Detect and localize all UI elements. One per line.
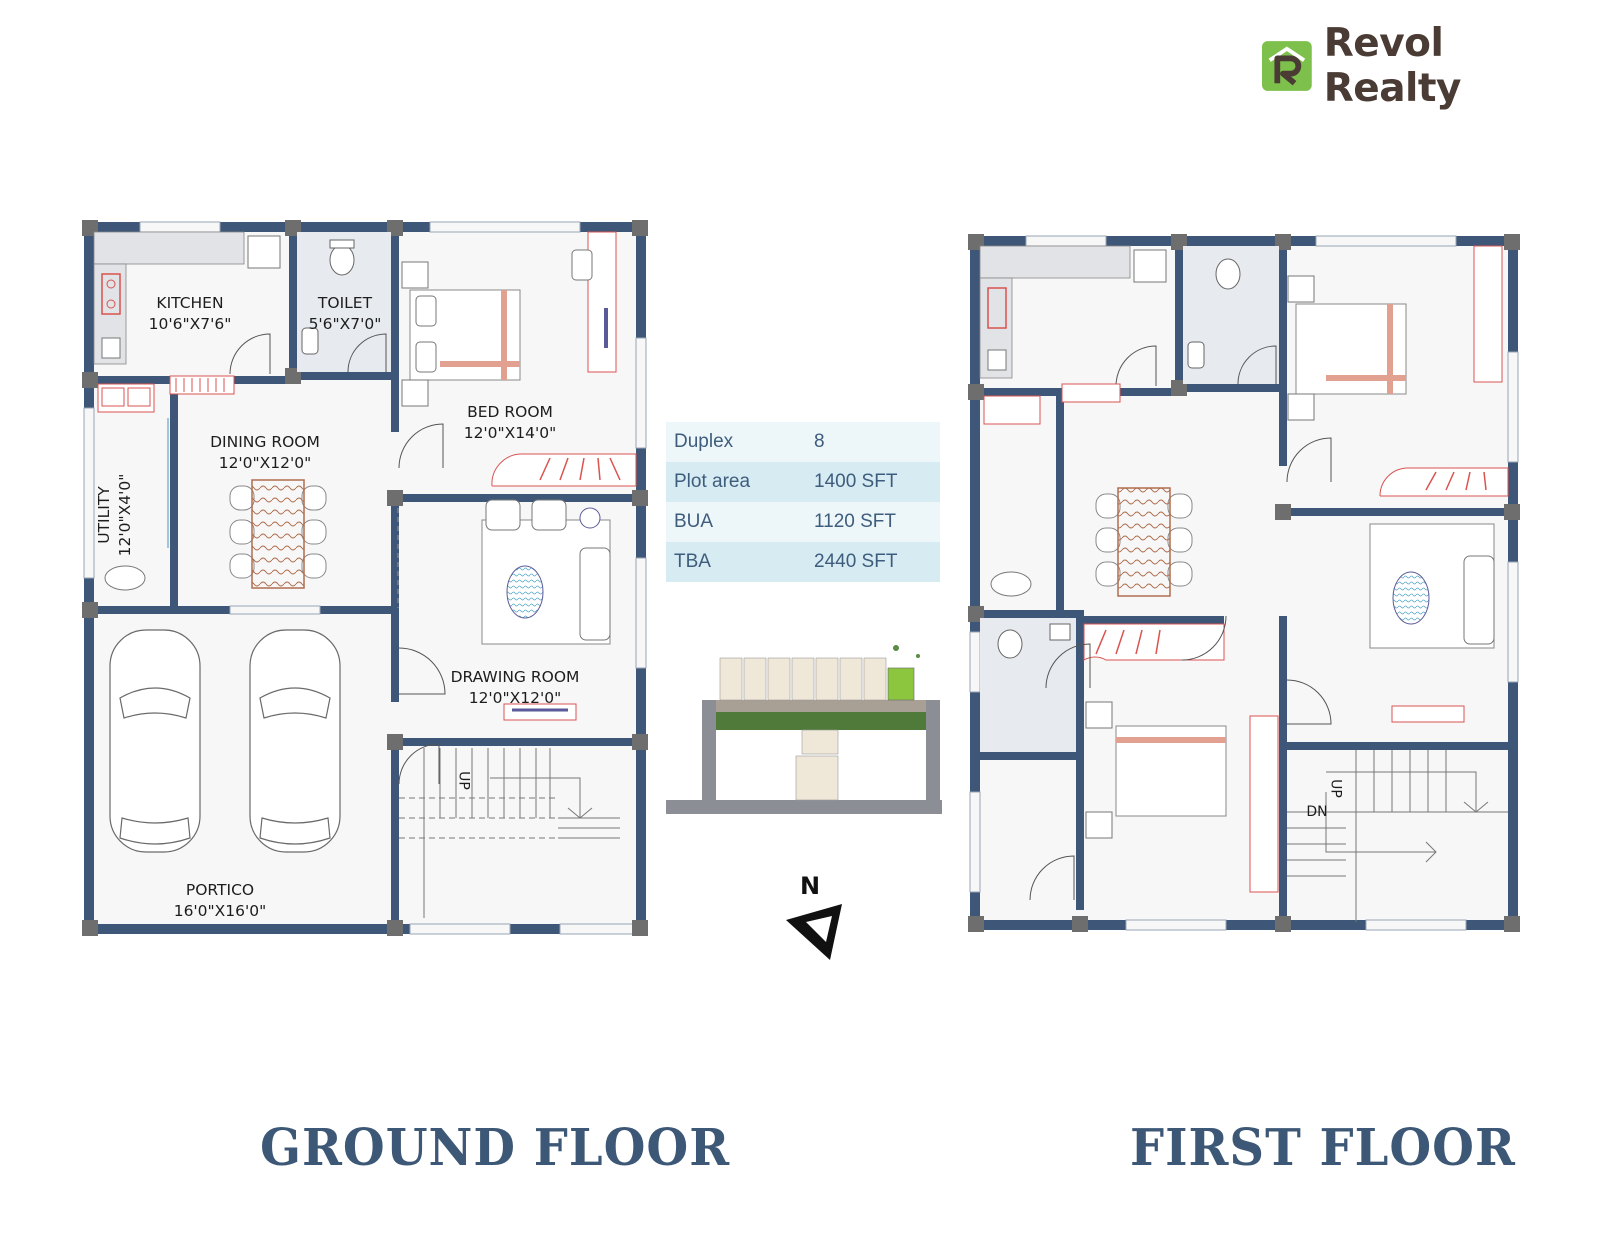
utility-label: UTILITY 12'0"X4'0"	[95, 473, 134, 557]
brand-name: Revol Realty	[1323, 21, 1462, 111]
spec-row-tba: TBA 2440 SFT	[666, 542, 940, 582]
spec-row-plot-area: Plot area 1400 SFT	[666, 462, 940, 502]
dining-room-label: DINING ROOM 12'0"X12'0"	[210, 433, 320, 472]
first-floor-title: FIRST FLOOR	[1130, 1118, 1516, 1178]
spec-row-duplex: Duplex 8	[666, 422, 940, 462]
first-stair-up-label: UP	[1327, 779, 1344, 798]
drawing-room-label: DRAWING ROOM 12'0"X12'0"	[450, 668, 580, 707]
spec-table: Duplex 8 Plot area 1400 SFT BUA 1120 SFT…	[666, 422, 940, 582]
north-label: N	[800, 872, 820, 900]
ground-floor-title: GROUND FLOOR	[260, 1118, 731, 1178]
toilet-label: TOILET 5'6"X7'0"	[308, 294, 382, 333]
brand-logo: Revol Realty	[1262, 21, 1582, 111]
revol-logo-icon	[1262, 41, 1312, 91]
spec-row-bua: BUA 1120 SFT	[666, 502, 940, 542]
ground-stair-up-label: UP	[455, 771, 472, 790]
first-floor-plan	[968, 234, 1520, 932]
portico-label: PORTICO 16'0"X16'0"	[173, 881, 267, 920]
first-stair-down-label: DN	[1306, 804, 1328, 820]
bedroom-label: BED ROOM 12'0"X14'0"	[463, 403, 557, 442]
site-map	[666, 645, 942, 814]
ground-floor-plan	[82, 220, 648, 936]
kitchen-label: KITCHEN 10'6"X7'6"	[148, 294, 232, 333]
north-arrow-icon: N	[786, 872, 842, 960]
